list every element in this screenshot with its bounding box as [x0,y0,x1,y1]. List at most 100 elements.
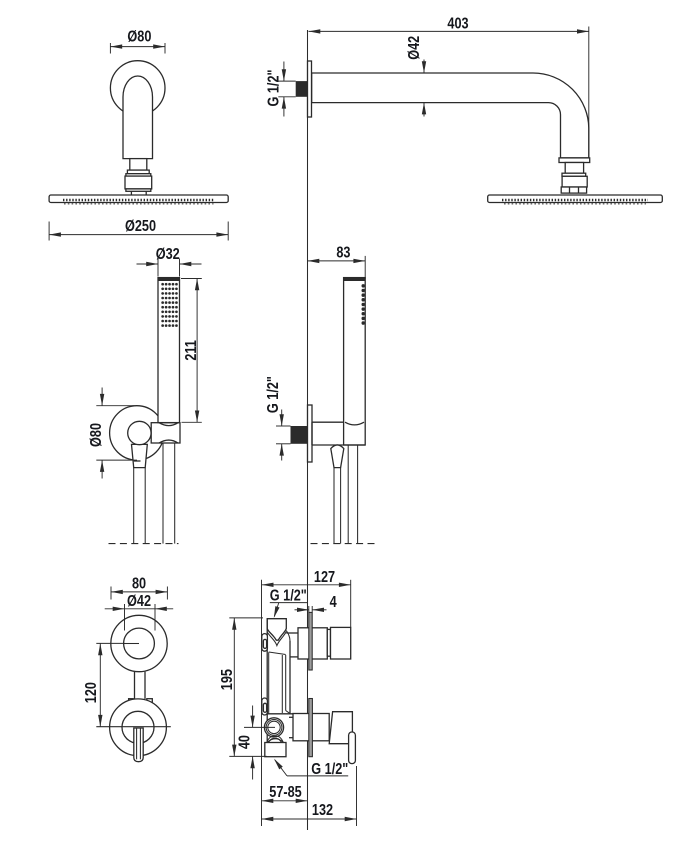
dim-head-diameter: Ø250 [48,218,229,241]
arm-wall-flange-side [306,60,313,118]
dim-label-valve-bottom-thread: G 1/2" [311,761,348,778]
view-hand-shower-front: Ø32 211 Ø80 [88,246,202,545]
dim-hand-shower-diameter: Ø32 [136,246,202,277]
view-hand-shower-side: 83 G 1/2" [265,244,375,545]
dim-installation-depth-range: 57-85 [261,784,308,803]
dim-valve-outlet-offset: 40 [236,705,275,780]
view-shower-arm-side: 403 Ø42 G 1/2" [265,15,663,205]
arm-front-outline [122,75,154,160]
holder-pivot-knob [127,420,152,446]
dim-label-valve-top-thread: G 1/2" [270,587,307,604]
arrowhead [271,606,280,619]
dim-label-hand-shower-diameter: Ø32 [156,246,180,263]
clamp-seat-bottom [158,439,179,444]
dim-label-holder-flange-diameter: Ø80 [88,423,105,447]
dim-valve-total-depth: 127 [261,569,352,628]
arrowhead [307,258,320,264]
arrowhead [110,44,123,49]
lower-wall-plate [308,697,313,758]
dim-label-arm-reach: 403 [447,15,468,32]
dim-mixer-flange-width: 80 [110,575,168,600]
dim-label-arm-flange-diameter: Ø80 [127,28,151,45]
hand-shower-cap-front [158,277,180,281]
shower-hoses-side [333,445,359,544]
dim-label-installation-depth-range: 57-85 [269,784,302,801]
holder-outlet-cone-side [330,444,345,469]
dim-label-arm-thread: G 1/2" [265,69,282,106]
dim-label-mixer-flange-width: 80 [132,575,146,592]
arrowhead [279,414,284,426]
arrowhead [279,443,284,456]
dim-mixer-axis-spacing: 120 [83,642,125,727]
dim-label-valve-total-depth: 127 [314,569,335,586]
arrowhead [312,607,324,612]
hand-shower-side [342,276,366,446]
arrowhead [98,714,103,727]
view-mixer-valve-side: 127 G 1/2" 4 195 [219,569,357,826]
arrowhead [577,29,589,34]
dim-label-hand-shower-length: 211 [183,340,200,361]
callout-valve-bottom-thread: G 1/2" [272,757,348,779]
dim-label-head-diameter: Ø250 [125,218,156,235]
dim-arm-reach: 403 [308,15,590,158]
arrowhead [353,258,366,264]
dim-hand-shower-offset: 83 [307,244,366,279]
holder-wall-thread [290,426,308,444]
arrowhead [250,715,255,728]
arrowhead [421,102,427,115]
arrowhead [179,261,192,267]
arrowhead [155,589,168,595]
head-connector-side [558,157,591,194]
arrowhead [338,582,351,587]
dim-label-mixer-axis-spacing: 120 [83,682,100,703]
dim-label-mixer-hub-diameter: Ø42 [127,593,151,610]
hand-shower-cap-side [343,277,366,281]
arrowhead [155,606,167,611]
arrowhead [232,617,237,630]
arrowhead [49,232,61,237]
arrowhead [344,816,357,822]
upper-wall-plate [308,611,313,671]
mixer-lever-front [133,727,144,763]
dim-arm-thread: G 1/2" [265,61,296,117]
arrowhead [98,643,103,656]
dim-label-hand-shower-offset: 83 [336,244,350,261]
dim-label-arm-diameter: Ø42 [406,36,423,60]
arrowhead [261,582,274,587]
view-overhead-shower-front: Ø80 Ø250 [48,28,229,241]
arrowhead [194,278,200,291]
arrowhead [112,606,125,611]
arrowhead [272,757,283,770]
dim-label-valve-outlet-offset: 40 [236,735,253,749]
top-port-socket [266,618,287,641]
spray-face-dots [161,282,179,327]
shower-arm-tube [311,72,590,159]
dim-plate-thickness: 4 [294,594,337,613]
callout-valve-top-thread: G 1/2" [270,587,308,619]
arrowhead [153,44,165,49]
arrowhead [261,816,274,822]
view-mixer-front: 80 Ø42 120 [83,575,174,763]
holder-flange-side [306,404,313,463]
arrowhead [99,393,105,406]
arrowhead [111,589,123,595]
arm-wall-thread [295,81,308,97]
dim-label-valve-height: 195 [219,669,236,690]
dim-hand-shower-length: 211 [181,278,202,423]
arrowhead [250,756,255,769]
dim-valve-height: 195 [219,617,267,757]
arrowhead [194,410,200,423]
valve-body [261,618,298,744]
head-connector-front [124,157,153,195]
shower-hoses-front [133,443,176,544]
dim-label-holder-thread: G 1/2" [265,376,282,413]
dim-arm-diameter: Ø42 [406,36,427,117]
mixer-lever-side [347,731,357,765]
arrowhead [421,61,427,73]
dim-holder-thread: G 1/2" [265,376,291,461]
dim-mixer-hub-diameter: Ø42 [104,593,174,631]
dim-holder-flange-diameter: Ø80 [88,387,137,479]
dim-label-valve-depth-with-lever: 132 [312,802,333,819]
